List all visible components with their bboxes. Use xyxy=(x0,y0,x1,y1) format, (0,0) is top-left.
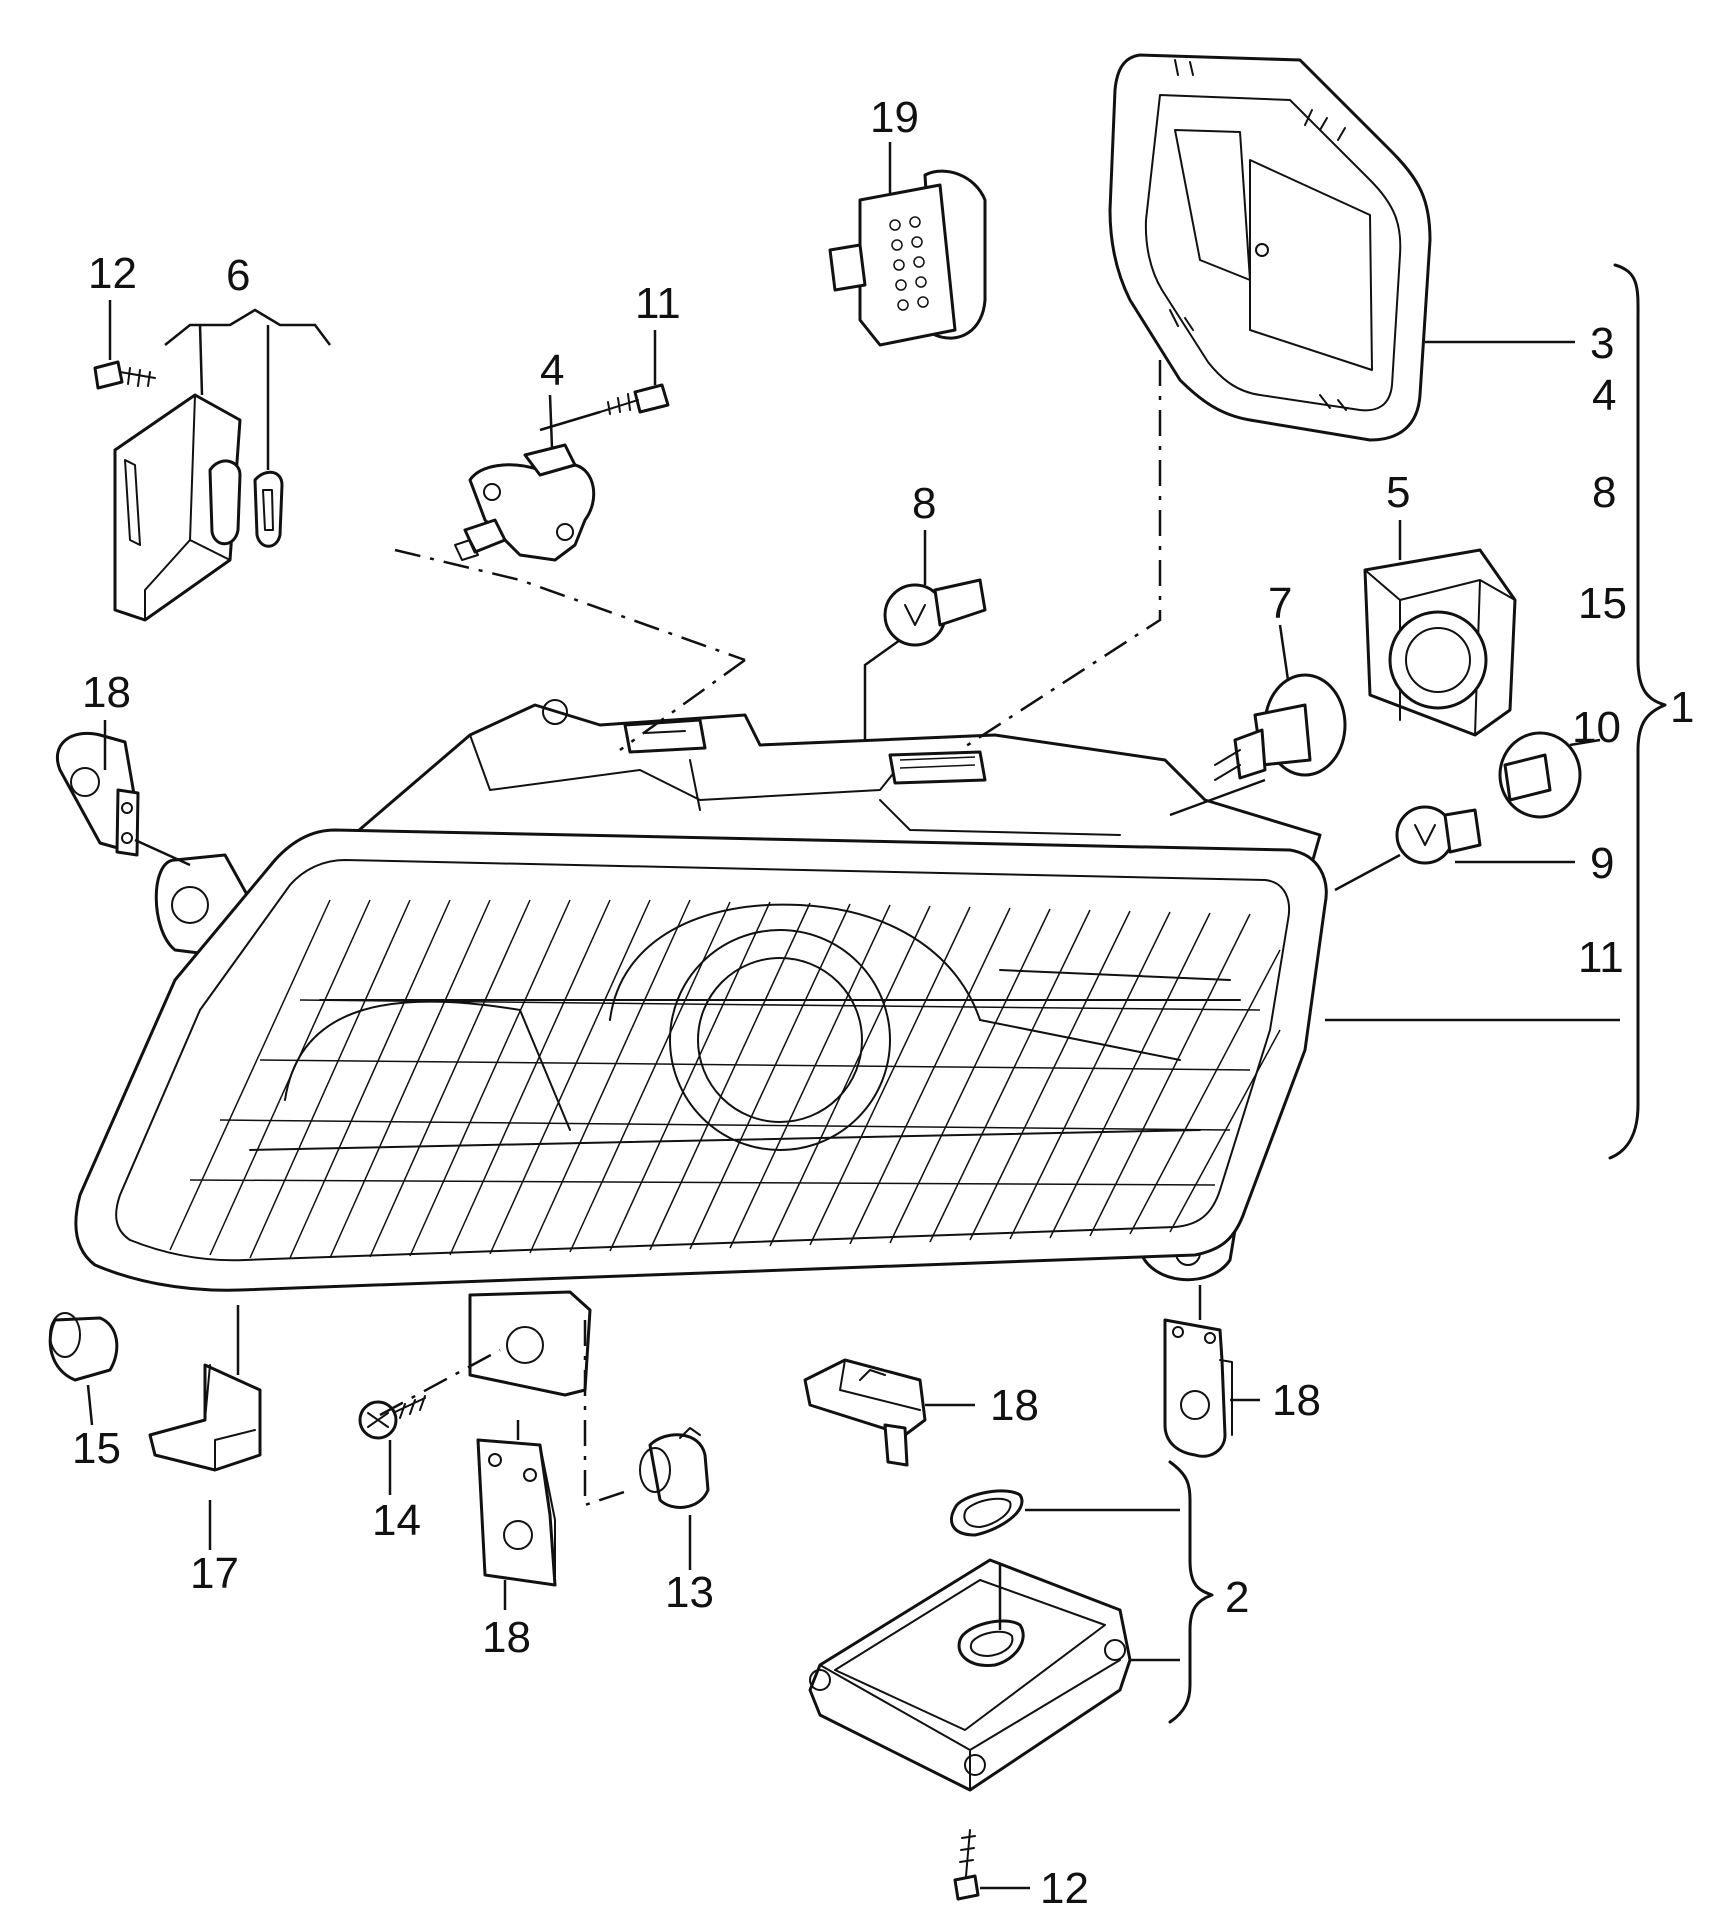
callout-19: 19 xyxy=(870,93,919,142)
callout-5: 5 xyxy=(1386,468,1410,517)
lens-hatching xyxy=(169,899,1281,1259)
part-19-connector xyxy=(828,169,987,347)
callout-15-bottom: 15 xyxy=(72,1424,121,1473)
callout-4-list: 4 xyxy=(1592,371,1616,420)
callout-4-top: 4 xyxy=(540,346,564,395)
part-4-adjuster xyxy=(454,383,670,562)
callout-12-top: 12 xyxy=(88,249,137,298)
callout-1: 1 xyxy=(1670,683,1694,732)
part-3-cover xyxy=(1108,53,1432,442)
part-18-middle-bracket xyxy=(476,1438,557,1587)
part-7-bulb-holder xyxy=(1214,673,1347,781)
callout-14: 14 xyxy=(372,1496,421,1545)
callout-18-bottom: 18 xyxy=(990,1381,1039,1430)
brace-part-2 xyxy=(1168,1460,1214,1724)
part-18-center-bracket xyxy=(803,1358,927,1467)
part-14-screw xyxy=(358,1395,426,1440)
part-2-ballast xyxy=(808,1489,1132,1901)
leader-lines xyxy=(86,142,1620,1890)
callout-8-list: 8 xyxy=(1592,468,1616,517)
callout-2: 2 xyxy=(1225,1573,1249,1622)
callout-18-mid: 18 xyxy=(482,1613,531,1662)
part-5-module xyxy=(1363,548,1517,737)
brace-part-1 xyxy=(1608,263,1667,1160)
assembly-lines xyxy=(379,360,1162,1507)
part-8-bulb xyxy=(883,578,987,647)
part-15-cap xyxy=(48,1312,119,1382)
braces xyxy=(1168,263,1667,1724)
callout-10: 10 xyxy=(1572,703,1621,752)
part-18-left-bracket xyxy=(55,732,140,857)
part-18-right-bracket xyxy=(1163,1318,1233,1458)
callout-12-bottom: 12 xyxy=(1040,1864,1089,1913)
part-10-socket xyxy=(1498,731,1582,819)
part-13-socket xyxy=(639,1427,710,1509)
part-6-control-unit xyxy=(93,360,284,622)
callout-3: 3 xyxy=(1590,319,1614,368)
callout-13: 13 xyxy=(665,1568,714,1617)
callout-11-list: 11 xyxy=(1578,933,1624,982)
callout-labels: 1 2 3 4 4 5 6 7 8 8 9 10 11 11 12 12 13 … xyxy=(72,93,1694,1913)
part-9-bulb xyxy=(1395,805,1482,865)
callout-9: 9 xyxy=(1590,839,1614,888)
callout-17: 17 xyxy=(190,1549,239,1598)
callout-11-top: 11 xyxy=(635,279,681,328)
callout-15-list: 15 xyxy=(1578,579,1627,628)
callout-7: 7 xyxy=(1268,579,1292,628)
part-17-clip xyxy=(148,1363,262,1472)
callout-8-top: 8 xyxy=(912,479,936,528)
callout-6: 6 xyxy=(226,251,250,300)
headlight-assembly xyxy=(74,699,1328,1397)
callout-18-left: 18 xyxy=(82,668,131,717)
callout-18-right: 18 xyxy=(1272,1376,1321,1425)
